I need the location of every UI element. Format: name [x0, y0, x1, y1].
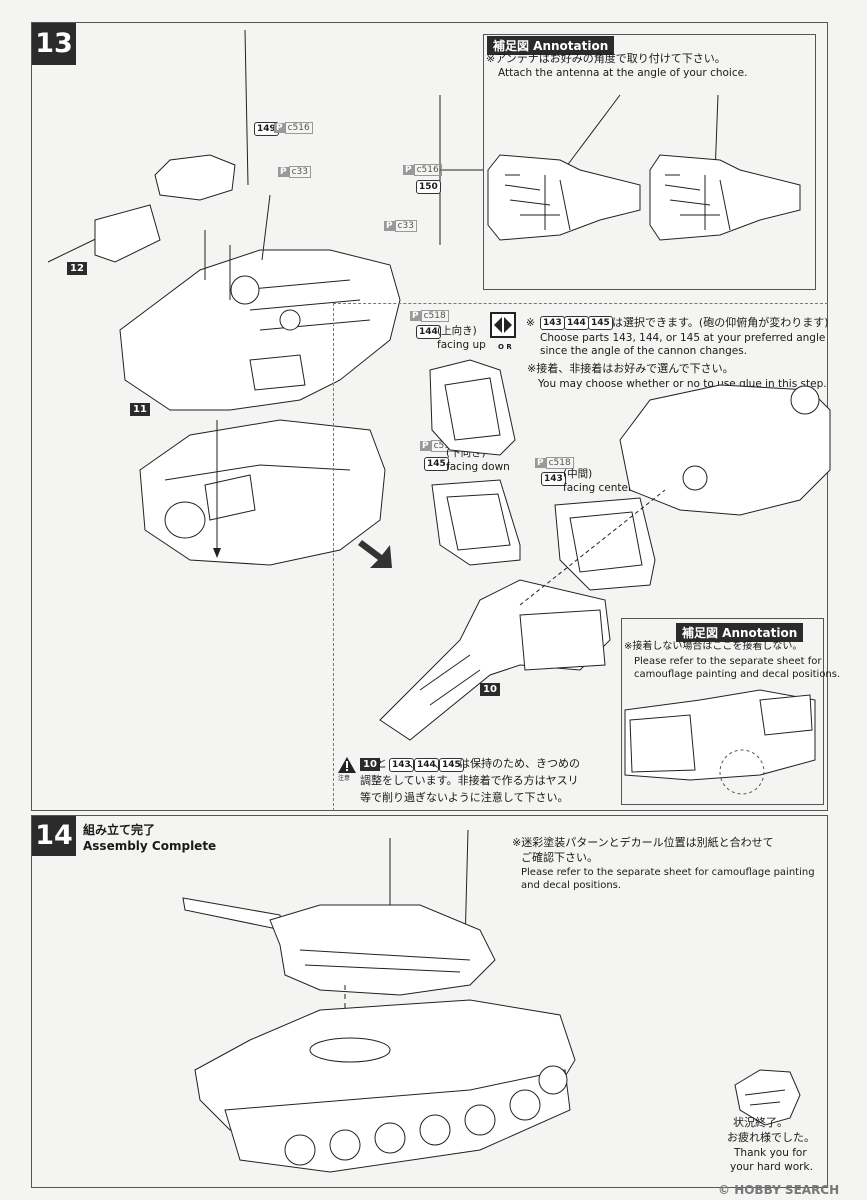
- choose-en1: Choose parts 143, 144, or 145 at your pr…: [540, 332, 826, 344]
- part-145-tag: 145: [424, 457, 449, 471]
- caution-part-144: 144: [414, 758, 439, 772]
- facing-down-en: facing down: [446, 461, 510, 473]
- thanks-jp1: 状況終了。: [733, 1116, 788, 1129]
- step14-note-en2: and decal positions.: [521, 880, 622, 891]
- caution-part-145: 145: [439, 758, 464, 772]
- annotation1-en: Attach the antenna at the angle of your …: [498, 67, 748, 79]
- caution-icon: [338, 757, 356, 773]
- annotation2-en1: Please refer to the separate sheet for: [634, 656, 822, 667]
- step14-note-en1: Please refer to the separate sheet for c…: [521, 867, 815, 878]
- step14-note-jp1: ※迷彩塗装パターンとデカール位置は別紙と合わせて: [512, 836, 774, 849]
- p-label: P: [274, 123, 285, 133]
- caution-part-143: 143: [389, 758, 414, 772]
- or-selector-icon: [490, 312, 516, 338]
- copyright-mark: ©: [718, 1183, 730, 1197]
- step14-title-en: Assembly Complete: [83, 839, 217, 853]
- step14-title-jp: 組み立て完了: [83, 823, 156, 837]
- facing-up-jp: (上向き): [437, 325, 477, 337]
- caution-part-10: 10: [360, 758, 380, 771]
- c516-label: c516: [413, 164, 442, 176]
- choose-jp: は選択できます。(砲の仰俯角が変わります): [612, 316, 829, 329]
- c33-label: c33: [288, 166, 312, 178]
- part-12-label: 12: [67, 262, 87, 275]
- part-10-label: 10: [480, 683, 500, 696]
- facing-up-en: facing up: [437, 339, 486, 351]
- annotation2-jp: ※接着しない場合はここを接着しない。: [624, 641, 803, 652]
- part-11-label: 11: [130, 403, 150, 416]
- part-143-tag: 143: [541, 472, 566, 486]
- choose-part-145: 145: [588, 316, 613, 330]
- c33-label: c33: [394, 220, 418, 232]
- watermark: © HOBBY SEARCH: [718, 1183, 839, 1197]
- watermark-text: HOBBY SEARCH: [734, 1183, 840, 1197]
- caution-and: と: [376, 757, 387, 770]
- annotation2-title: 補足図 Annotation: [676, 623, 804, 642]
- thanks-jp2: お疲れ様でした。: [727, 1131, 815, 1144]
- caution-line1: は保持のため、きつめの: [459, 757, 580, 770]
- caution-line3: 等で削り過ぎないように注意して下さい。: [360, 791, 569, 804]
- annotation1-jp: ※アンテナはお好みの角度で取り付けて下さい。: [486, 52, 726, 65]
- c518-label: c518: [545, 457, 574, 469]
- facing-center-jp: (中間): [563, 468, 593, 480]
- step14-number: 14: [32, 816, 76, 856]
- p-label: P: [403, 165, 414, 175]
- thanks-en1: Thank you for: [734, 1147, 807, 1159]
- glue-jp: ※接着、非接着はお好みで選んで下さい。: [527, 362, 734, 375]
- p-label: P: [535, 458, 546, 468]
- p-label: P: [384, 221, 395, 231]
- annotation2-en2: camouflage painting and decal positions.: [634, 669, 841, 680]
- part-150-tag: 150: [416, 180, 441, 194]
- caution-mark: 注意: [338, 775, 351, 782]
- p-label: P: [278, 167, 289, 177]
- choose-prefix: ※: [526, 317, 535, 329]
- step14-note-jp2: ご確認下さい。: [521, 851, 598, 864]
- caution-line2: 調整をしています。非接着で作る方はヤスリ: [360, 774, 579, 787]
- facing-center-en: facing center: [563, 482, 633, 494]
- p-label: P: [410, 311, 421, 321]
- thanks-en2: your hard work.: [730, 1161, 813, 1173]
- part-144-tag: 144: [416, 325, 441, 339]
- c518-label: c518: [430, 440, 459, 452]
- p-label: P: [420, 441, 431, 451]
- or-label: O R: [498, 343, 512, 351]
- c516-label: c516: [284, 122, 313, 134]
- choose-en2: since the angle of the cannon changes.: [540, 345, 748, 357]
- annotation1-title: 補足図 Annotation: [487, 36, 615, 55]
- annotation2-box: [621, 618, 824, 805]
- c518-label: c518: [420, 310, 449, 322]
- options-panel: [333, 303, 828, 811]
- step14-frame: [31, 815, 828, 1188]
- step13-number: 13: [32, 23, 76, 65]
- annotation1-box: [483, 34, 816, 290]
